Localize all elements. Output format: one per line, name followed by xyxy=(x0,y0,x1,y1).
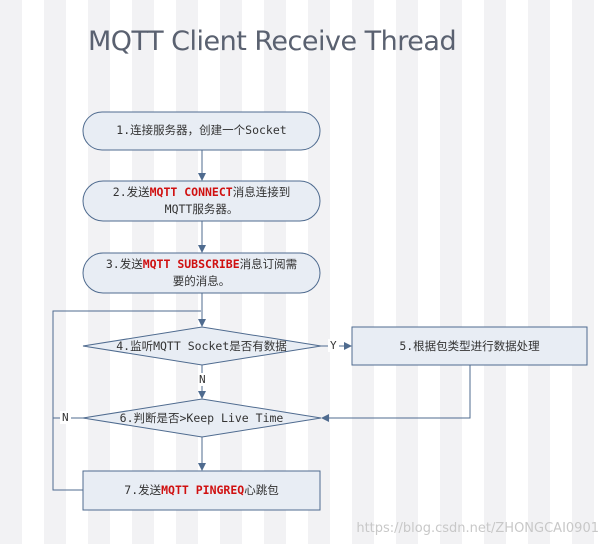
step-3-line2: 要的消息。 xyxy=(172,274,231,288)
step-3-suffix: 消息订阅需 xyxy=(239,257,298,271)
edge-6-loop-no xyxy=(52,310,201,419)
branch-no-left-label: N xyxy=(60,411,71,424)
step-5-node xyxy=(351,326,588,366)
step-2-keyword: MQTT CONNECT xyxy=(149,185,233,199)
step-3-keyword: MQTT SUBSCRIBE xyxy=(142,257,240,271)
branch-no-down-label: N xyxy=(198,373,207,386)
step-2-line2: MQTT服务器。 xyxy=(164,202,239,216)
step-2-suffix: 消息连接到 xyxy=(232,185,291,199)
step-3-label: 3.发送MQTT SUBSCRIBE消息订阅需 要的消息。 xyxy=(83,256,320,290)
step-7-suffix: 心跳包 xyxy=(244,483,279,497)
step-7-prefix: 7.发送 xyxy=(124,483,162,497)
edge-5-6 xyxy=(321,365,471,422)
step-5-label: 5.根据包类型进行数据处理 xyxy=(399,339,540,353)
step-1-label: 1.连接服务器，创建一个Socket xyxy=(116,123,287,137)
step-2-label: 2.发送MQTT CONNECT消息连接到 MQTT服务器。 xyxy=(83,184,320,218)
step-7-keyword: MQTT PINGREQ xyxy=(161,483,245,497)
step-7-label: 7.发送MQTT PINGREQ心跳包 xyxy=(83,482,320,499)
edge-7-loop xyxy=(52,418,83,491)
watermark: https://blog.csdn.net/ZHONGCAI0901 xyxy=(356,521,599,536)
step-7-node xyxy=(82,470,321,511)
step-3-prefix: 3.发送 xyxy=(105,257,143,271)
step-2-prefix: 2.发送 xyxy=(112,185,150,199)
step-6-label: 6.判断是否>Keep Live Time xyxy=(119,411,284,425)
branch-yes-label: Y xyxy=(328,339,339,352)
step-4-label: 4.监听MQTT Socket是否有数据 xyxy=(116,339,287,353)
page-title: MQTT Client Receive Thread xyxy=(88,26,457,57)
